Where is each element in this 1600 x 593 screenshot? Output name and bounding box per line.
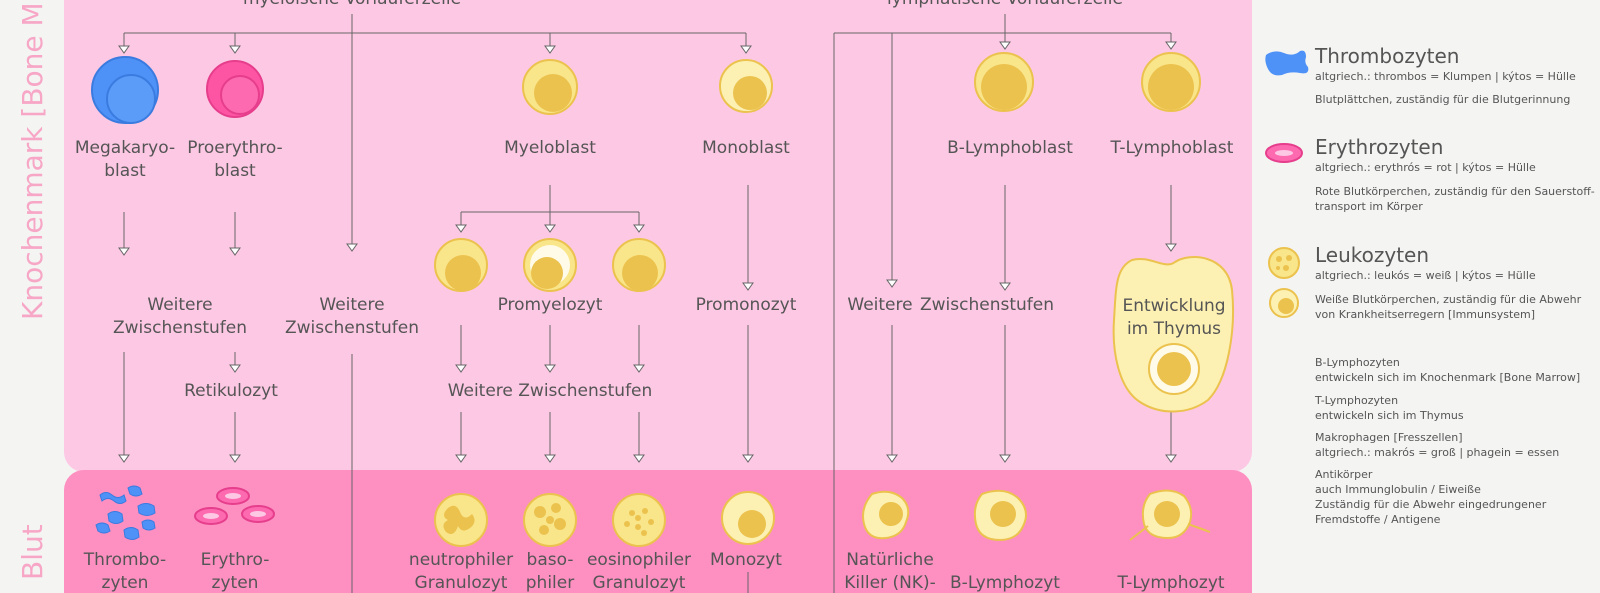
blood-label: Blut bbox=[16, 524, 49, 580]
leukocyte-agranulocyte-legend-icon bbox=[1269, 288, 1299, 318]
legend-note: T-Lymphozyten bbox=[1314, 394, 1398, 407]
b-lymphoblast-cell-icon bbox=[974, 52, 1034, 112]
thrombozyten-legend-title: Thrombozyten bbox=[1314, 44, 1459, 68]
promyelocyte-cell-icon bbox=[612, 238, 666, 292]
t-lymphocyte-cell-icon bbox=[1129, 489, 1211, 541]
legend-note: Zuständig für die Abwehr eingedrungener bbox=[1315, 498, 1547, 511]
thrombocytes-icon bbox=[95, 485, 156, 540]
thrombocyte-legend-icon bbox=[1265, 50, 1309, 76]
retikulozyt-label: Retikulozyt bbox=[184, 381, 278, 401]
thrombozyten-legend-etymology: altgriech.: thrombos = Klumpen | kýtos =… bbox=[1315, 70, 1576, 83]
connector-lines bbox=[123, 14, 1172, 593]
b-lymphocyte-cell-icon bbox=[973, 489, 1027, 542]
leukozyten-legend-description-2: von Krankheitserregern [Immunsystem] bbox=[1315, 308, 1535, 321]
monoblast-cell-icon bbox=[719, 59, 773, 113]
promyelocyte-cell-icon bbox=[523, 238, 577, 292]
basophil-cell-icon bbox=[523, 493, 577, 547]
weitere-zwischenstufen-row-label: Weitere Zwischenstufen bbox=[448, 381, 653, 401]
zwischenstufen-label: Zwischenstufen bbox=[920, 295, 1054, 315]
myeloblast-label: Myeloblast bbox=[504, 138, 596, 158]
leukocyte-granulocyte-legend-icon bbox=[1268, 247, 1300, 279]
monoblast-label: Monoblast bbox=[702, 138, 790, 158]
monozyt-label: Monozyt bbox=[710, 550, 782, 570]
erythrozyten-label: Erythro-zyten bbox=[201, 550, 270, 593]
thymus-development-icon bbox=[1112, 256, 1234, 413]
erythrozyten-legend-title: Erythrozyten bbox=[1315, 135, 1443, 159]
myeloblast-cell-icon bbox=[522, 59, 578, 115]
promonozyt-label: Promonozyt bbox=[696, 295, 797, 315]
bone-marrow-panel bbox=[64, 0, 1252, 472]
t-lymphoblast-cell-icon bbox=[1141, 52, 1201, 112]
proerythroblast-cell-icon bbox=[206, 60, 264, 118]
megakaryoblast-cell-icon bbox=[91, 56, 159, 124]
neutrophil-cell-icon bbox=[434, 493, 488, 547]
eosinophil-cell-icon bbox=[612, 493, 666, 547]
basophil-label: baso-philer bbox=[526, 550, 574, 593]
proerythroblast-label: Proerythro-blast bbox=[187, 138, 282, 181]
legend-note: entwickeln sich im Thymus bbox=[1315, 409, 1464, 422]
promyelocyte-cell-icon bbox=[434, 238, 488, 292]
legend-note: auch Immunglobulin / Eiweiße bbox=[1315, 483, 1481, 496]
thrombozyten-label: Thrombo-zyten bbox=[83, 550, 166, 593]
lymphoid-header: lymphatische Vorläuferzelle bbox=[887, 0, 1123, 9]
legend-note: altgriech.: makrós = groß | phagein = es… bbox=[1315, 446, 1559, 459]
weitere-label: Weitere bbox=[847, 295, 912, 315]
t-lymphoblast-label: T-Lymphoblast bbox=[1110, 138, 1234, 158]
legend-note: entwickeln sich im Knochenmark [Bone Mar… bbox=[1315, 371, 1580, 384]
legend: Thrombozyten altgriech.: thrombos = Klum… bbox=[1265, 44, 1595, 526]
thrombozyten-legend-description: Blutplättchen, zuständig für die Blutger… bbox=[1315, 93, 1570, 106]
leukozyten-legend-title: Leukozyten bbox=[1315, 243, 1429, 267]
erythrocytes-icon bbox=[194, 487, 275, 525]
megakaryoblast-label: Megakaryo-blast bbox=[75, 138, 175, 181]
legend-note: B-Lymphozyten bbox=[1315, 356, 1400, 369]
monocyte-cell-icon bbox=[721, 491, 775, 545]
legend-note: Makrophagen [Fresszellen] bbox=[1315, 431, 1463, 444]
bone-marrow-label: Knochenmark [Bone M bbox=[16, 2, 49, 320]
t-lymphozyt-label: T-Lymphozyt bbox=[1116, 573, 1224, 593]
erythrozyten-legend-description: Rote Blutkörperchen, zuständig für den S… bbox=[1315, 185, 1595, 198]
promyelozyt-label: Promyelozyt bbox=[498, 295, 603, 315]
erythrozyten-legend-description-2: transport im Körper bbox=[1315, 200, 1423, 213]
legend-note: Fremdstoffe / Antigene bbox=[1315, 513, 1441, 526]
nk-cell-icon bbox=[862, 490, 910, 540]
b-lymphozyt-label: B-Lymphozyt bbox=[950, 573, 1060, 593]
erythrocyte-legend-icon bbox=[1265, 143, 1303, 163]
legend-note: Antikörper bbox=[1315, 468, 1373, 481]
leukozyten-legend-etymology: altgriech.: leukós = weiß | kýtos = Hüll… bbox=[1315, 269, 1536, 282]
leukozyten-legend-description: Weiße Blutkörperchen, zuständig für die … bbox=[1315, 293, 1582, 306]
arrowheads bbox=[118, 41, 1177, 463]
myeloid-header: myeloische Vorläuferzelle bbox=[243, 0, 461, 9]
erythrozyten-legend-etymology: altgriech.: erythrós = rot | kýtos = Hül… bbox=[1315, 161, 1536, 174]
b-lymphoblast-label: B-Lymphoblast bbox=[947, 138, 1073, 158]
